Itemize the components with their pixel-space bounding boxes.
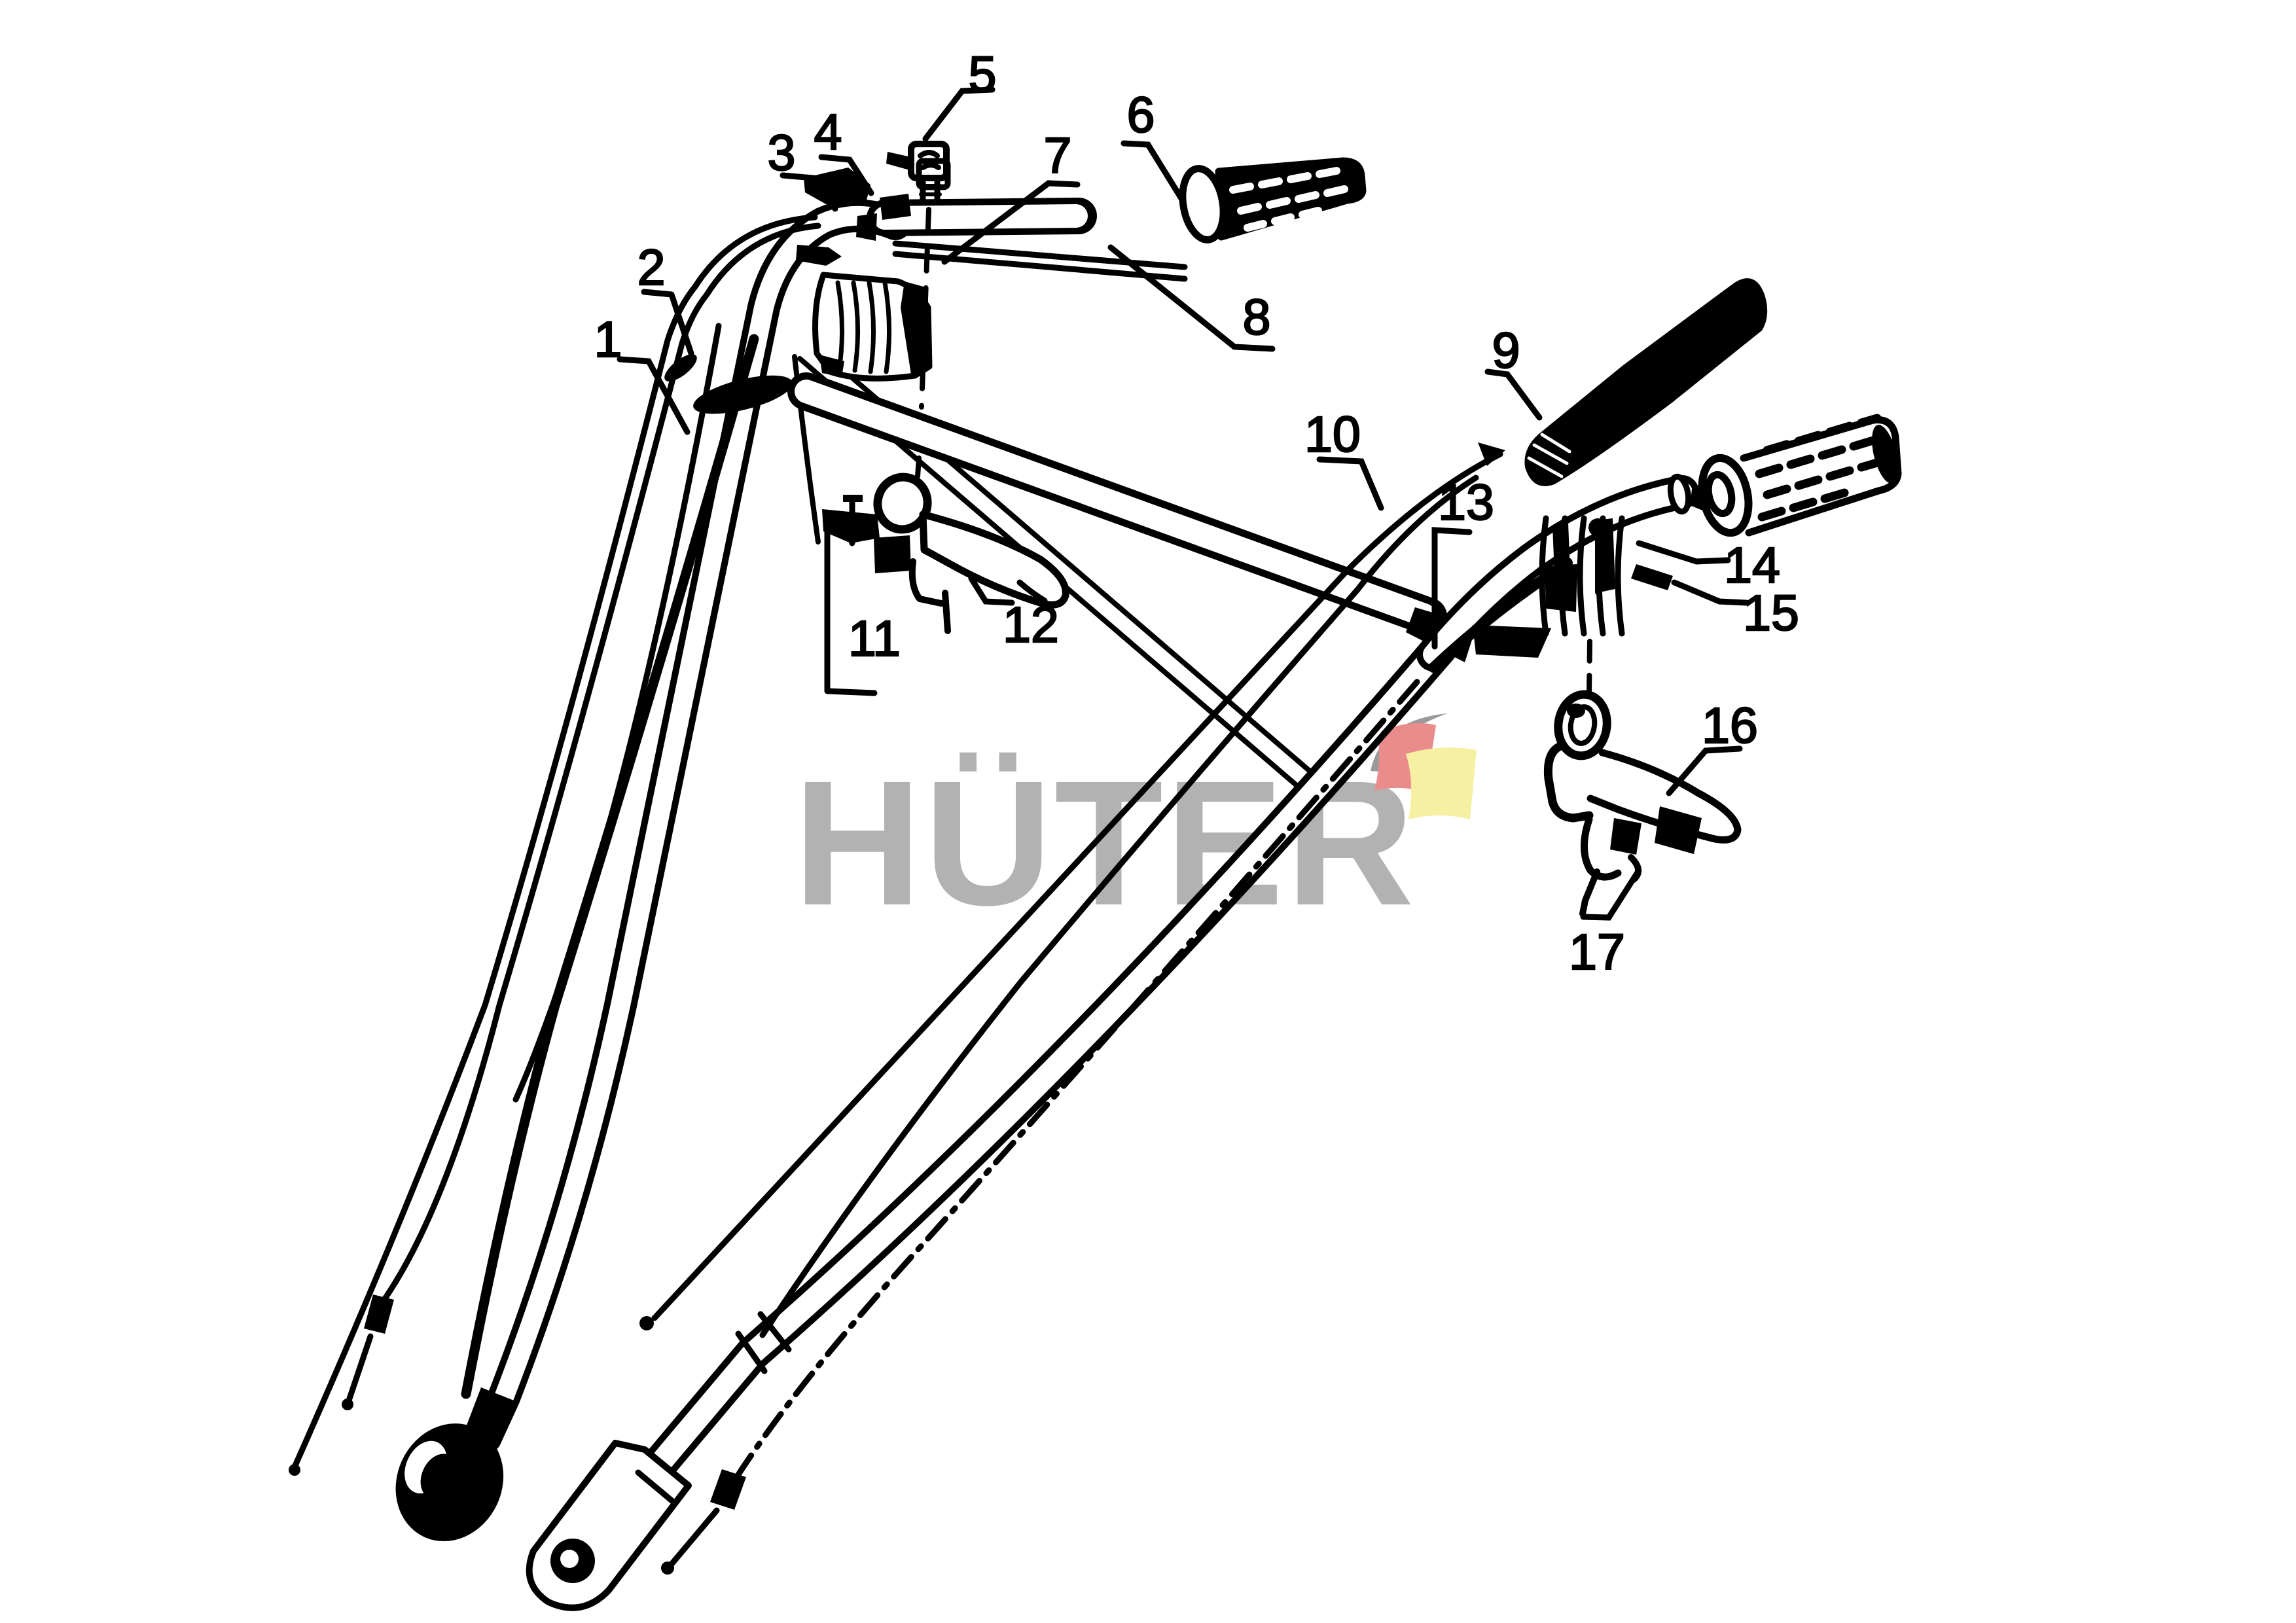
svg-text:11: 11	[848, 611, 901, 667]
svg-text:2: 2	[637, 240, 666, 296]
svg-text:10: 10	[1304, 406, 1361, 463]
svg-text:7: 7	[1044, 128, 1072, 184]
svg-text:6: 6	[1127, 87, 1155, 143]
svg-text:14: 14	[1724, 537, 1780, 594]
svg-text:9: 9	[1492, 323, 1520, 379]
svg-text:13: 13	[1438, 474, 1494, 531]
svg-text:12: 12	[1003, 597, 1059, 653]
svg-text:1: 1	[594, 312, 622, 368]
svg-text:17: 17	[1569, 924, 1625, 980]
svg-text:15: 15	[1743, 585, 1799, 641]
svg-text:3: 3	[768, 125, 796, 181]
svg-text:16: 16	[1702, 698, 1758, 754]
svg-text:8: 8	[1243, 289, 1271, 346]
svg-text:5: 5	[969, 46, 997, 103]
svg-text:4: 4	[814, 104, 842, 160]
